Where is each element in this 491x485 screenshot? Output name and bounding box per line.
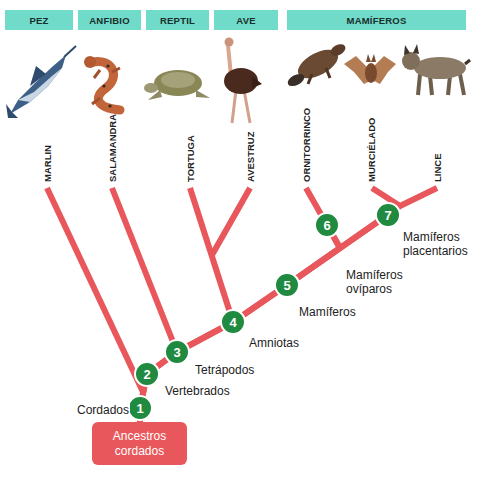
clade-label: Amniotas: [248, 336, 300, 350]
species-label: LINCE: [432, 154, 443, 183]
step-circle: 4Amniotas: [220, 309, 246, 335]
callout-number: 4: [229, 316, 236, 329]
species-label: MARLIN: [42, 145, 53, 182]
ancestor-box: Ancestros cordados: [92, 422, 187, 465]
turtle-figure: [144, 70, 210, 100]
platypus-figure: [286, 42, 348, 89]
trunk-line: [140, 188, 437, 422]
clade-label: Vertebrados: [164, 384, 231, 398]
callout-number: 1: [136, 402, 143, 415]
category-label: AVE: [236, 15, 255, 26]
tree-connector: [244, 292, 277, 314]
ostrich-figure: [224, 38, 262, 124]
clade-label: Mamíferos: [298, 305, 357, 319]
step-circle: 3Tetrápodos: [164, 339, 190, 365]
category-band: AVE: [214, 10, 278, 30]
clade-label: Cordados: [66, 403, 130, 417]
callout-number: 2: [143, 368, 150, 381]
callout-number: 7: [384, 209, 391, 222]
species-label: ORNITORRINCO: [301, 108, 312, 182]
step-circle: 7Mamíferos placentarios: [375, 202, 401, 228]
salamander-figure: [84, 56, 120, 110]
branch-line: [112, 188, 177, 352]
category-label: ANFIBIO: [89, 15, 129, 26]
category-band: REPTIL: [146, 10, 209, 30]
clade-label: Mamíferos placentarios: [402, 230, 480, 258]
step-circle: 6Mamíferos ovíparos: [314, 212, 340, 238]
species-label: MURCIÉLADO: [366, 118, 377, 182]
species-label: AVESTRUZ: [245, 132, 256, 183]
category-band: MAMÍFEROS: [287, 10, 466, 30]
clade-label: Tetrápodos: [194, 363, 255, 377]
branch-line: [47, 188, 143, 392]
species-label: SALAMANDRA: [107, 114, 118, 182]
tree-connector: [143, 387, 145, 396]
category-band: PEZ: [5, 10, 73, 30]
category-label: PEZ: [29, 15, 48, 26]
species-label: TORTUGA: [185, 135, 196, 182]
tree-connector: [189, 328, 222, 346]
step-circle: 2Vertebrados: [134, 361, 160, 387]
lynx-figure: [402, 44, 470, 95]
callout-number: 3: [173, 346, 180, 359]
bat-figure: [344, 54, 396, 84]
tree-connector: [158, 360, 167, 367]
category-label: REPTIL: [160, 15, 195, 26]
clade-label: Mamíferos ovíparos: [345, 268, 417, 296]
step-circle: 5Mamíferos: [274, 272, 300, 298]
callout-number: 6: [323, 219, 330, 232]
ancestor-label: Ancestros cordados: [98, 429, 181, 459]
branch-line: [212, 188, 250, 255]
callout-number: 5: [283, 279, 290, 292]
category-band: ANFIBIO: [78, 10, 141, 30]
step-circle: 1Cordados: [127, 395, 153, 421]
branch-line: [190, 188, 233, 322]
category-label: MAMÍFEROS: [347, 15, 407, 26]
marlin-figure: [6, 46, 76, 118]
